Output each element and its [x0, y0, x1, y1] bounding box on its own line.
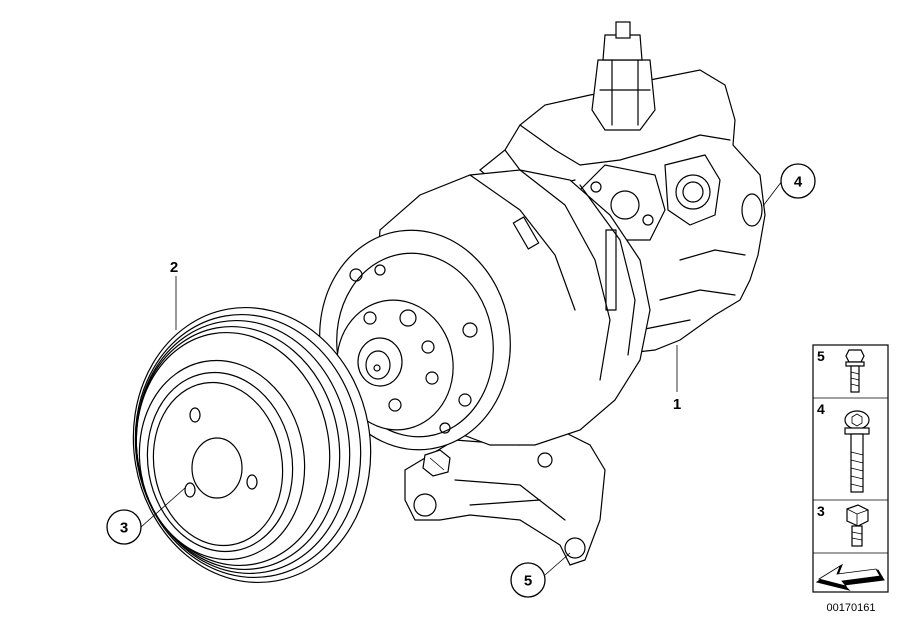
direction-arrow-icon [815, 563, 885, 591]
svg-text:3: 3 [120, 520, 128, 537]
callout-4: 4 [780, 163, 816, 199]
hex-bolt-icon [846, 504, 869, 547]
power-steering-pump-drawing [319, 21, 766, 566]
legend-number: 5 [817, 348, 825, 364]
collar-bolt-long-icon [844, 410, 870, 493]
svg-text:1: 1 [673, 396, 681, 413]
collar-bolt-small-icon [845, 349, 865, 393]
pulley-drawing [132, 306, 372, 584]
legend-number: 3 [817, 503, 825, 519]
callout-3: 3 [106, 509, 142, 545]
callout-5: 5 [510, 562, 546, 598]
diagram-id: 00170161 [827, 602, 876, 614]
callout-2: 2 [170, 259, 178, 276]
svg-text:4: 4 [794, 174, 803, 191]
legend-panel: 5 4 3 [812, 344, 889, 593]
leader-lines [140, 180, 783, 576]
svg-text:5: 5 [524, 573, 532, 590]
svg-text:2: 2 [170, 259, 178, 276]
callout-1: 1 [673, 396, 681, 413]
legend-number: 4 [817, 401, 825, 417]
